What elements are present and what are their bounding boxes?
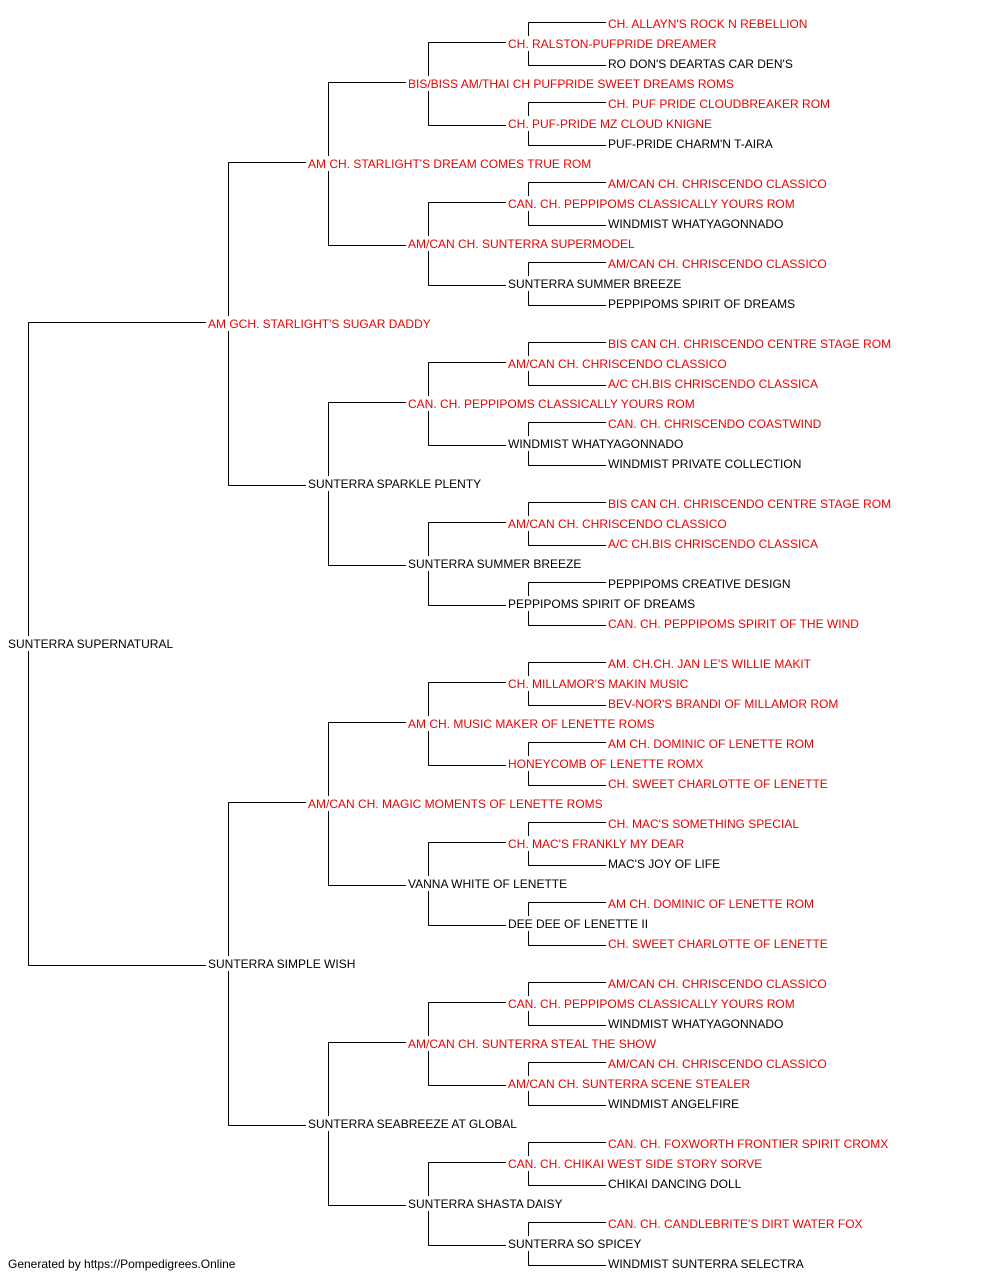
ancestor-name-gen5: AM CH. DOMINIC OF LENETTE ROM: [608, 737, 815, 751]
ancestor-name-gen5: BEV-NOR'S BRANDI OF MILLAMOR ROM: [608, 697, 839, 711]
ancestor-name-gen5: CAN. CH. CANDLEBRITE'S DIRT WATER FOX: [608, 1217, 863, 1231]
ancestor-name-gen3: AM CH. MUSIC MAKER OF LENETTE ROMS: [408, 717, 655, 731]
ancestor-name-gen5: RO DON'S DEARTAS CAR DEN'S: [608, 57, 793, 71]
ancestor-name-gen4: CAN. CH. PEPPIPOMS CLASSICALLY YOURS ROM: [508, 197, 795, 211]
ancestor-name-gen5: PEPPIPOMS SPIRIT OF DREAMS: [608, 297, 796, 311]
ancestor-name-gen2: SUNTERRA SEABREEZE AT GLOBAL: [308, 1117, 517, 1131]
ancestor-name-gen2: AM CH. STARLIGHT'S DREAM COMES TRUE ROM: [308, 157, 592, 171]
ancestor-name-gen5: CH. SWEET CHARLOTTE OF LENETTE: [608, 937, 828, 951]
ancestor-name-gen4: AM/CAN CH. CHRISCENDO CLASSICO: [508, 357, 727, 371]
ancestor-name-gen5: PEPPIPOMS CREATIVE DESIGN: [608, 577, 791, 591]
ancestor-name-gen4: HONEYCOMB OF LENETTE ROMX: [508, 757, 704, 771]
ancestor-name-gen3: AM/CAN CH. SUNTERRA SUPERMODEL: [408, 237, 635, 251]
ancestor-name-gen3: SUNTERRA SHASTA DAISY: [408, 1197, 563, 1211]
ancestor-name-gen5: MAC'S JOY OF LIFE: [608, 857, 721, 871]
ancestor-name-gen5: WINDMIST WHATYAGONNADO: [608, 1017, 784, 1031]
ancestor-name-gen3: AM/CAN CH. SUNTERRA STEAL THE SHOW: [408, 1037, 657, 1051]
ancestor-name-gen5: AM CH. DOMINIC OF LENETTE ROM: [608, 897, 815, 911]
ancestor-name-gen5: BIS CAN CH. CHRISCENDO CENTRE STAGE ROM: [608, 337, 892, 351]
ancestor-name-gen3: BIS/BISS AM/THAI CH PUFPRIDE SWEET DREAM…: [408, 77, 734, 91]
ancestor-name-gen5: A/C CH.BIS CHRISCENDO CLASSICA: [608, 537, 819, 551]
ancestor-name-gen2: SUNTERRA SPARKLE PLENTY: [308, 477, 482, 491]
ancestor-name-gen3: SUNTERRA SUMMER BREEZE: [408, 557, 582, 571]
ancestor-name-gen4: AM/CAN CH. CHRISCENDO CLASSICO: [508, 517, 727, 531]
ancestor-name-gen4: AM/CAN CH. SUNTERRA SCENE STEALER: [508, 1077, 751, 1091]
ancestor-name-gen4: CAN. CH. CHIKAI WEST SIDE STORY SORVE: [508, 1157, 763, 1171]
ancestor-name-gen5: CH. MAC'S SOMETHING SPECIAL: [608, 817, 799, 831]
ancestor-name-gen5: CAN. CH. CHRISCENDO COASTWIND: [608, 417, 822, 431]
ancestor-name-gen4: WINDMIST WHATYAGONNADO: [508, 437, 684, 451]
ancestor-name-gen4: SUNTERRA SUMMER BREEZE: [508, 277, 682, 291]
ancestor-name-gen3: CAN. CH. PEPPIPOMS CLASSICALLY YOURS ROM: [408, 397, 695, 411]
generated-by-footer: Generated by https://Pompedigrees.Online: [8, 1257, 236, 1271]
ancestor-name-gen5: A/C CH.BIS CHRISCENDO CLASSICA: [608, 377, 819, 391]
ancestor-name-gen1: AM GCH. STARLIGHT'S SUGAR DADDY: [208, 317, 431, 331]
ancestor-name-gen4: DEE DEE OF LENETTE II: [508, 917, 649, 931]
ancestor-name-gen5: AM/CAN CH. CHRISCENDO CLASSICO: [608, 257, 827, 271]
ancestor-name-gen5: AM/CAN CH. CHRISCENDO CLASSICO: [608, 177, 827, 191]
ancestor-name-gen5: WINDMIST SUNTERRA SELECTRA: [608, 1257, 804, 1271]
ancestor-name-gen5: BIS CAN CH. CHRISCENDO CENTRE STAGE ROM: [608, 497, 892, 511]
ancestor-name-gen4: CAN. CH. PEPPIPOMS CLASSICALLY YOURS ROM: [508, 997, 795, 1011]
ancestor-name-gen5: WINDMIST PRIVATE COLLECTION: [608, 457, 802, 471]
ancestor-name-gen5: WINDMIST ANGELFIRE: [608, 1097, 740, 1111]
ancestor-name-gen4: CH. PUF-PRIDE MZ CLOUD KNIGNE: [508, 117, 713, 131]
ancestor-name-gen5: CH. PUF PRIDE CLOUDBREAKER ROM: [608, 97, 831, 111]
ancestor-name-gen5: AM/CAN CH. CHRISCENDO CLASSICO: [608, 1057, 827, 1071]
ancestor-name-gen4: CH. MAC'S FRANKLY MY DEAR: [508, 837, 685, 851]
ancestor-name-gen5: AM/CAN CH. CHRISCENDO CLASSICO: [608, 977, 827, 991]
ancestor-name-gen5: CH. ALLAYN'S ROCK N REBELLION: [608, 17, 808, 31]
ancestor-name-gen5: AM. CH.CH. JAN LE'S WILLIE MAKIT: [608, 657, 811, 671]
ancestor-name-gen4: PEPPIPOMS SPIRIT OF DREAMS: [508, 597, 696, 611]
ancestor-name-gen3: VANNA WHITE OF LENETTE: [408, 877, 568, 891]
ancestor-name-gen1: SUNTERRA SIMPLE WISH: [208, 957, 356, 971]
ancestor-name-gen5: CH. SWEET CHARLOTTE OF LENETTE: [608, 777, 828, 791]
ancestor-name-gen5: WINDMIST WHATYAGONNADO: [608, 217, 784, 231]
ancestor-name-gen4: CH. RALSTON-PUFPRIDE DREAMER: [508, 37, 717, 51]
ancestor-name-gen5: CAN. CH. PEPPIPOMS SPIRIT OF THE WIND: [608, 617, 859, 631]
ancestor-name-gen5: CAN. CH. FOXWORTH FRONTIER SPIRIT CROMX: [608, 1137, 889, 1151]
ancestor-name-gen4: CH. MILLAMOR'S MAKIN MUSIC: [508, 677, 689, 691]
ancestor-name-gen5: CHIKAI DANCING DOLL: [608, 1177, 742, 1191]
ancestor-name-gen2: AM/CAN CH. MAGIC MOMENTS OF LENETTE ROMS: [308, 797, 603, 811]
subject-dog-name: SUNTERRA SUPERNATURAL: [8, 637, 174, 651]
ancestor-name-gen5: PUF-PRIDE CHARM'N T-AIRA: [608, 137, 773, 151]
ancestor-name-gen4: SUNTERRA SO SPICEY: [508, 1237, 642, 1251]
